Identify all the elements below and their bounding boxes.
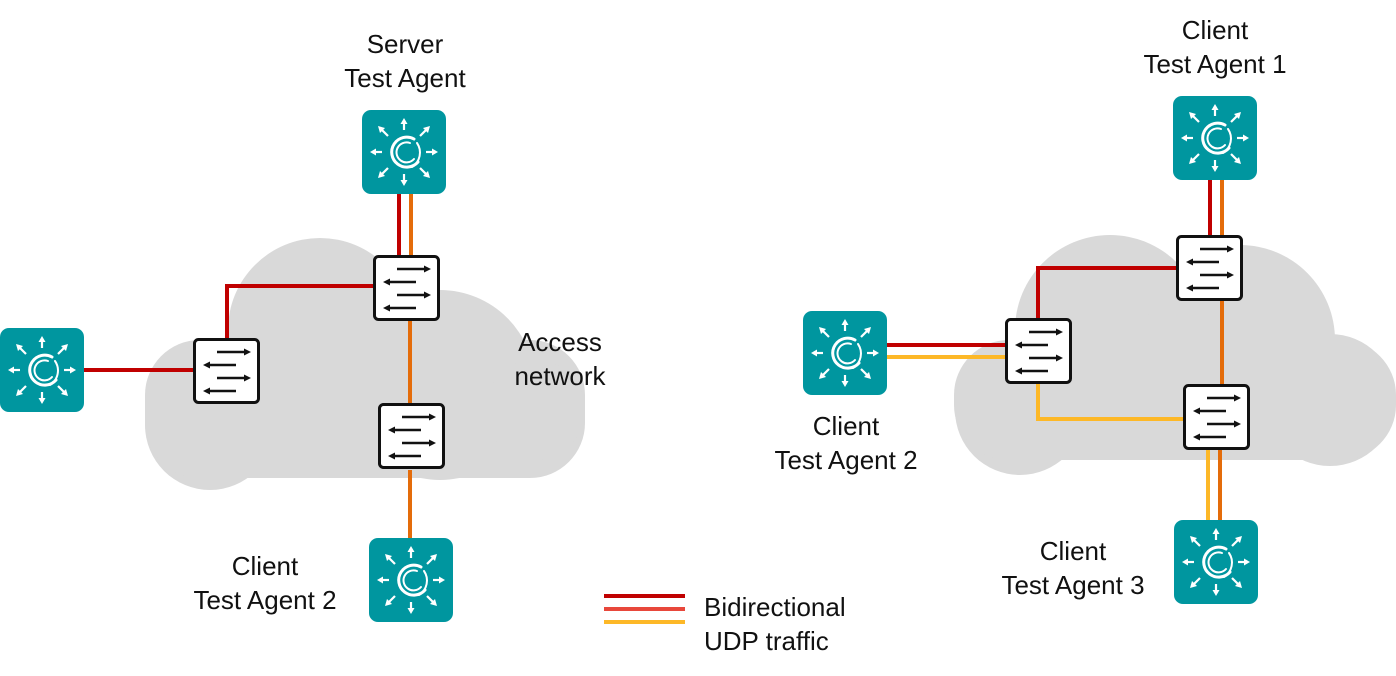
client-test-agent-1-icon — [1171, 94, 1259, 182]
legend-line1: Bidirectional — [704, 592, 846, 622]
label-line: Server — [366, 29, 444, 59]
client-test-agent-2-label: Client Test Agent 2 — [175, 549, 355, 617]
switch-icon — [1176, 235, 1243, 301]
client-test-agent-3-label: Client Test Agent 3 — [983, 534, 1163, 602]
client-test-agent-1-label: Client Test Agent 1 — [1125, 13, 1305, 81]
switch-icon — [1005, 318, 1072, 384]
switch-icon — [373, 255, 440, 321]
label-line: Test Agent 3 — [1001, 570, 1145, 600]
link-yellow — [1036, 383, 1184, 421]
label-line: Client — [231, 551, 299, 581]
label-line: Access — [518, 327, 602, 357]
link-red — [225, 284, 373, 338]
legend: Bidirectional UDP traffic — [704, 590, 846, 658]
label-line: Client — [812, 411, 880, 441]
switch-icon — [378, 403, 445, 469]
label-line: Test Agent 2 — [774, 445, 918, 475]
label-line: Test Agent — [344, 63, 466, 93]
right-client-test-agent-2-label: Client Test Agent 2 — [756, 409, 936, 477]
right-links — [886, 178, 1224, 521]
label-line: Client — [1039, 536, 1107, 566]
server-test-agent-icon — [360, 108, 448, 196]
left-links — [84, 193, 413, 540]
right-client-test-agent-2-icon — [801, 309, 889, 397]
legend-lines — [604, 594, 685, 624]
left-test-agent-icon — [0, 326, 86, 414]
link-red — [1036, 266, 1176, 318]
label-line: network — [514, 361, 606, 391]
label-line: Test Agent 1 — [1143, 49, 1287, 79]
switch-icon — [1183, 384, 1250, 450]
switch-icon — [193, 338, 260, 404]
label-line: Test Agent 2 — [193, 585, 337, 615]
access-network-label: Access network — [490, 325, 630, 393]
label-line: Client — [1181, 15, 1249, 45]
server-test-agent-label: Server Test Agent — [325, 27, 485, 95]
client-test-agent-3-icon — [1172, 518, 1260, 606]
legend-line2: UDP traffic — [704, 626, 829, 656]
client-test-agent-2-icon — [367, 536, 455, 624]
